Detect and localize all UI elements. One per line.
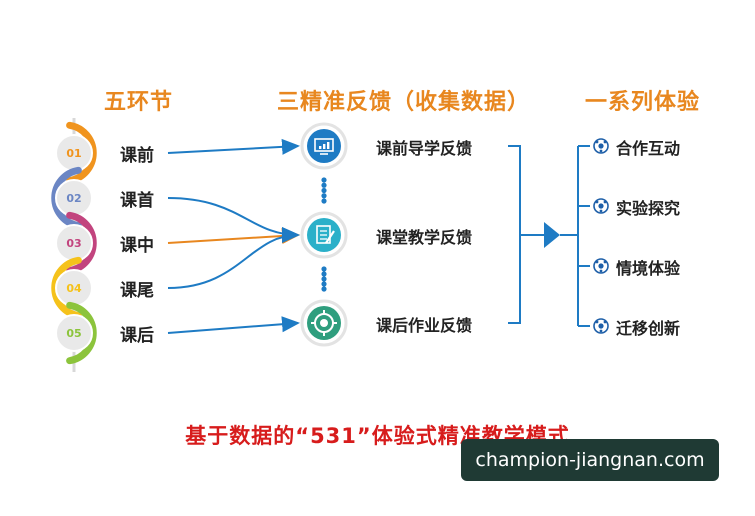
feedback-label-1: 课前导学反馈 [376,139,473,158]
soccer-ball-icon [593,318,609,334]
feedback-label-3: 课后作业反馈 [376,316,473,335]
stage-node-03: 03 [55,211,97,275]
feedback-bracket [508,145,521,324]
connector-dot [321,187,327,194]
stage-label-04: 课尾 [120,281,154,301]
stage-label-02: 课首 [120,191,154,211]
connector-dot [321,286,327,292]
stage-number: 02 [66,192,81,205]
heading-five-steps: 五环节 [104,90,174,115]
heading-experience-series: 一系列体验 [585,90,701,115]
connector-dot [321,177,327,183]
connector-dot [321,182,327,188]
stage-ring [51,256,82,320]
stage-number: 05 [66,327,81,340]
connector-dot [321,276,327,282]
stage-disc [55,314,93,352]
connector-dot [321,271,327,277]
soccer-ball-icon [593,198,609,214]
stage-label-01: 课前 [120,146,154,166]
stage-node-02: 02 [51,166,93,230]
stage-number: 03 [66,237,81,250]
feedback-label-2: 课堂教学反馈 [376,228,473,247]
stage-label-05: 课后 [120,326,154,346]
chart-monitor-icon [300,122,348,170]
soccer-ball-icon [593,258,609,274]
arrow-stage5-feedback3 [167,316,300,334]
stage-number: 01 [66,147,81,160]
stage-number: 04 [66,282,82,295]
heading-three-feedback: 三精准反馈（收集数据） [277,90,531,115]
stage-ring [66,211,97,275]
connector-dot [321,266,327,272]
stage-label-03: 课中 [120,236,154,256]
document-pen-icon [300,211,348,259]
connector-dot [321,198,327,204]
soccer-ball-icon [593,138,609,154]
arrow-stage3-feedback2 [167,227,300,244]
stage-ring [51,166,82,230]
stage-ring [66,301,97,365]
target-icon [300,299,348,347]
arrow-stage1-feedback1 [167,138,300,155]
pointer-triangle-icon [544,222,560,248]
watermark-badge: champion-jiangnan.com [461,439,719,481]
arrow-stage2-feedback2 [167,197,300,243]
stage-node-01: 01 [55,121,97,185]
stage-node-05: 05 [55,301,97,365]
stage-ring [66,121,97,185]
experience-label-2: 实验探究 [616,199,681,218]
connector-dot [321,193,327,199]
experience-label-1: 合作互动 [616,139,681,158]
arrow-stage4-feedback2 [167,227,300,289]
connector-dot [321,281,327,287]
experience-label-4: 迁移创新 [616,319,681,338]
experience-label-3: 情境体验 [616,259,681,278]
